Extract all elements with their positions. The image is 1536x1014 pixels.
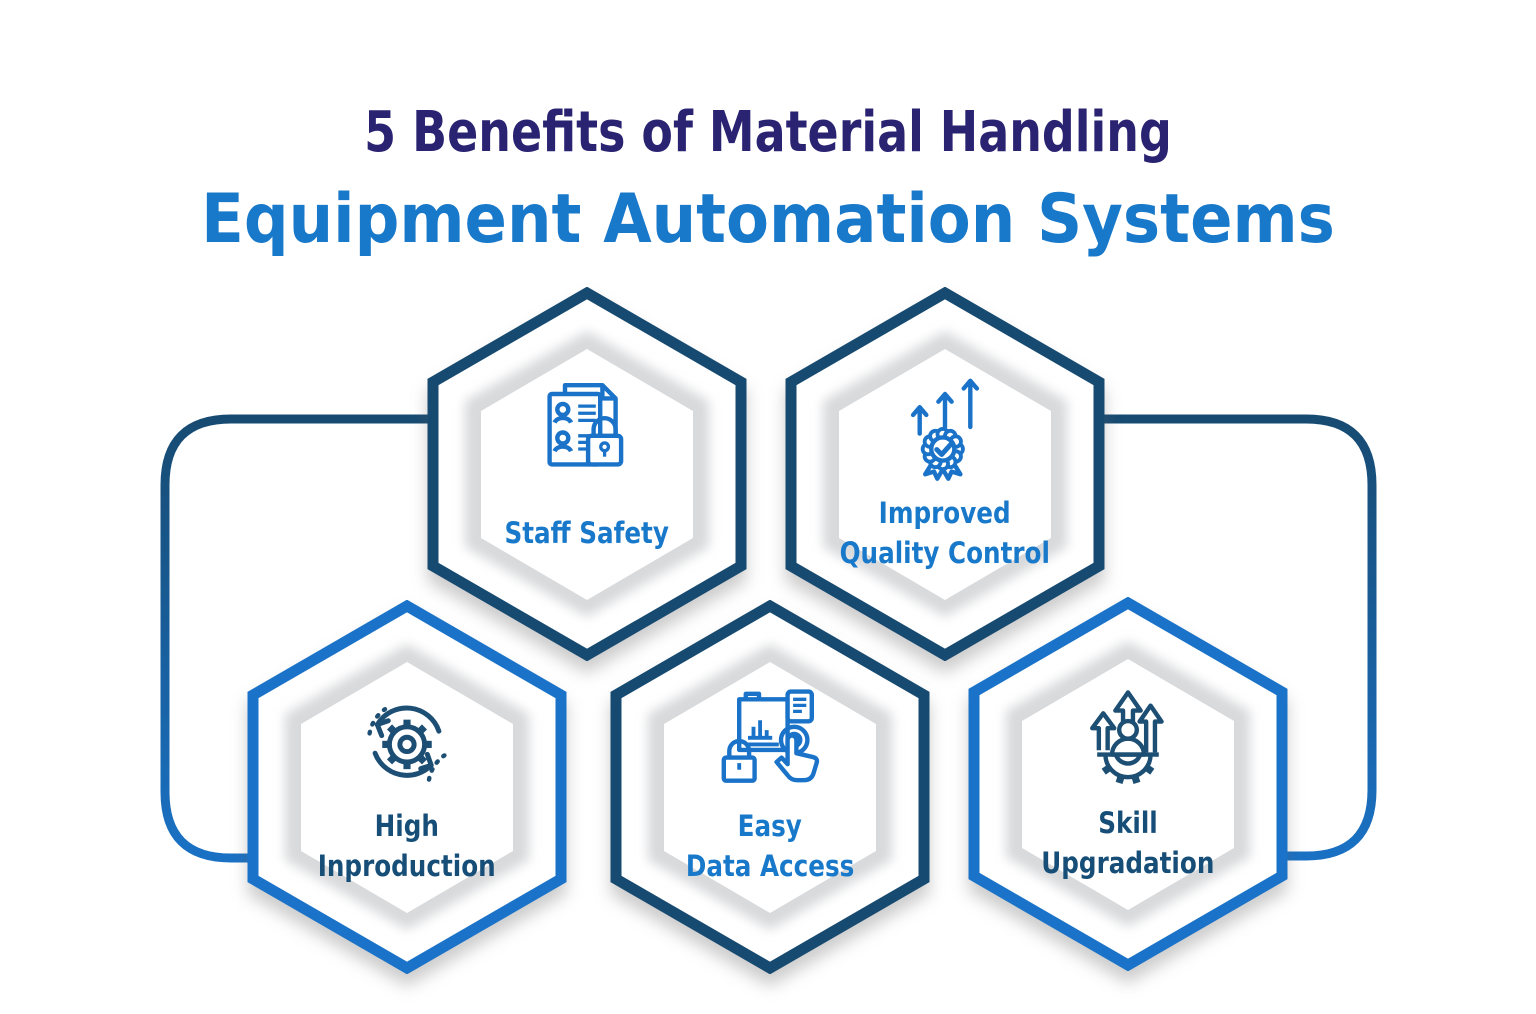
hexagon-shape xyxy=(610,600,930,974)
benefit-label-line1: Staff Safety xyxy=(504,515,670,550)
benefit-label-line2: Inproduction xyxy=(318,849,496,883)
connector-left xyxy=(160,414,560,863)
benefit-label-line1: Improved xyxy=(878,495,1012,530)
benefit-hex-easy-data-access: Easy Data Access xyxy=(610,600,930,974)
benefit-hex-improved-quality-control: Improved Quality Control xyxy=(785,287,1105,661)
benefit-label-line1: High xyxy=(374,808,440,843)
gear-cycle-arrows-icon xyxy=(247,684,567,796)
title-line-1: 5 Benefits of Material Handling xyxy=(364,100,1172,165)
title-line-2: Equipment Automation Systems xyxy=(201,180,1335,259)
award-badge-rising-arrows-icon xyxy=(785,371,1105,483)
document-people-lock-icon xyxy=(427,371,747,483)
hexagon-shape xyxy=(427,287,747,661)
benefit-hex-high-inproduction: High Inproduction xyxy=(247,600,567,974)
hexagon-shape xyxy=(247,600,567,974)
person-gear-growth-arrows-icon xyxy=(968,681,1288,793)
screen-touch-data-lock-icon xyxy=(610,684,930,796)
benefit-label-line1: Easy xyxy=(737,808,803,843)
benefit-hex-staff-safety: Staff Safety xyxy=(427,287,747,661)
benefit-hex-skill-upgradation: Skill Upgradation xyxy=(968,597,1288,971)
benefit-label-line2: Quality Control xyxy=(839,536,1051,570)
connector-right xyxy=(1000,414,1377,861)
benefit-label-line2: Upgradation xyxy=(1041,846,1215,880)
hexagon-shape xyxy=(968,597,1288,971)
benefit-label-line2: Data Access xyxy=(685,849,855,883)
benefit-label-line1: Skill xyxy=(1098,805,1158,840)
